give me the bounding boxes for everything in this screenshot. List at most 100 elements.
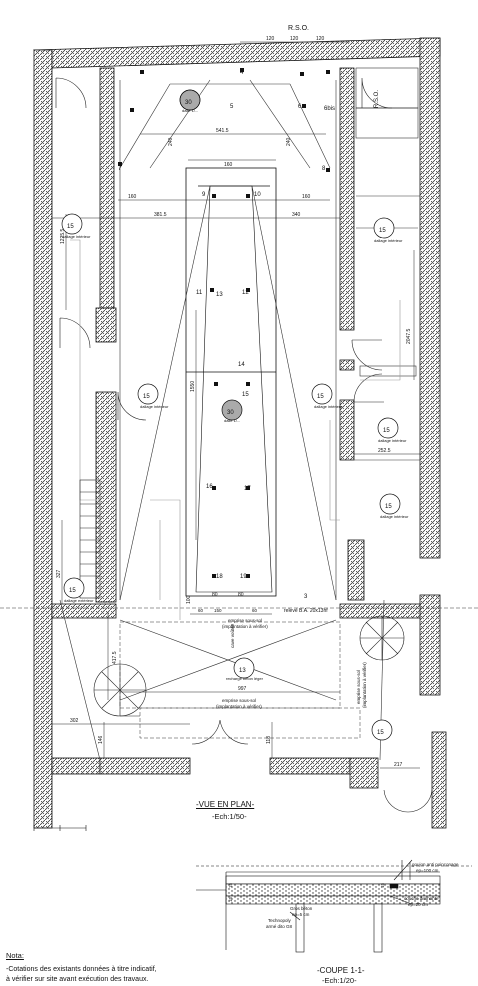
section-scale: -Ech:1/20-: [322, 976, 357, 985]
dim-80-b: 80: [238, 592, 244, 598]
svg-text:15: 15: [69, 588, 76, 594]
section-text: goujon anti poinçonage ep=100 cm couche …: [228, 862, 459, 929]
walls: [33, 37, 447, 829]
top-wall: [33, 37, 441, 69]
svg-text:dallage intérieur: dallage intérieur: [374, 238, 403, 243]
inner-wall-left-low: [95, 391, 117, 603]
svg-text:dallage intérieur: dallage intérieur: [378, 438, 407, 443]
note-title: Nota:: [6, 951, 24, 960]
sep-wall-right: [339, 603, 421, 619]
svg-text:13: 13: [239, 668, 246, 674]
svg-text:15: 15: [379, 228, 386, 234]
inner-wall-left-mid: [95, 307, 117, 343]
dim-2047: 2047.5: [406, 328, 412, 344]
inner-wall-right-top: [339, 67, 355, 331]
bottom-wall-mid1: [99, 757, 191, 775]
callout-marker: 15 dallage intérieur: [377, 417, 407, 443]
right-wall-upper: [419, 37, 441, 559]
svg-text:30: 30: [185, 100, 192, 106]
callout-marker: 15 dallage intérieur: [311, 383, 343, 409]
axis-label: 16: [206, 484, 213, 490]
dim-top-2: 120: [290, 36, 299, 42]
sep-wall-left: [51, 603, 117, 619]
dim-60-b: 60: [252, 608, 258, 613]
axis-label: 4: [240, 70, 244, 76]
section-detail: [196, 859, 472, 953]
emprise-1: emprise sous-sol: [228, 618, 262, 623]
svg-text:dalle 1/...: dalle 1/...: [224, 418, 240, 423]
inner-wall-left-top: [99, 67, 115, 309]
rso-top-label: R.S.O.: [288, 25, 309, 32]
svg-text:dallage extérieur: dallage extérieur: [64, 598, 94, 603]
axis-label: 17: [244, 486, 251, 492]
technopoly-label-2: armé dito G8: [266, 924, 293, 929]
dim-240-right: 240: [286, 137, 292, 146]
view-title: -VUE EN PLAN-: [196, 800, 255, 809]
svg-text:15: 15: [67, 224, 74, 230]
bottom-wall-right: [349, 757, 379, 789]
dim-340: 340: [292, 212, 301, 218]
callout-marker: 15 dallage intérieur: [61, 213, 91, 239]
axis-label: 19: [240, 574, 247, 580]
goujon-label: goujon anti poinçonage: [412, 862, 459, 867]
emprise-3b: (implantation à vérifier): [362, 662, 367, 708]
dim-381: 381.5: [154, 212, 167, 218]
emprise-3: emprise sous-sol: [356, 670, 361, 704]
dim-100: 100: [186, 595, 192, 604]
svg-text:dallage intérieur: dallage intérieur: [62, 234, 91, 239]
svg-text:15: 15: [383, 428, 390, 434]
axis-label: 6: [298, 104, 302, 110]
dim-252: 252.5: [378, 448, 391, 454]
svg-text:15: 15: [143, 394, 150, 400]
dim-997: 997: [238, 686, 247, 692]
right-wall-bottom: [431, 731, 447, 829]
dimension-lines: [52, 41, 420, 769]
svg-text:30: 30: [227, 410, 234, 416]
scale-bar: [33, 825, 87, 831]
svg-text:15: 15: [385, 504, 392, 510]
callout-marker: 30 dalle 1/...: [179, 89, 201, 113]
svg-text:dallage intérieur: dallage intérieur: [380, 514, 409, 519]
axis-label: 11: [196, 290, 203, 296]
callout-marker: 13 recharge béton léger: [226, 657, 264, 681]
dim-327: 327: [56, 569, 62, 578]
dim-302: 302: [70, 718, 79, 724]
rso-side-label: R.S.O.: [374, 90, 380, 108]
note-line-2: à vérifier sur site avant exécution des …: [6, 976, 149, 983]
column-markers: [118, 68, 330, 578]
releve-note: relevé B.A. 20x13hf: [284, 608, 328, 614]
dim-217: 217: [394, 762, 403, 768]
inner-wall-right-low: [339, 399, 355, 461]
goujon-label-2: ep=100 cm: [416, 868, 439, 873]
couche-label: couche drainante: [404, 896, 439, 901]
emprise-2: emprise sous-sol: [222, 698, 256, 703]
axis-label: 14: [238, 362, 245, 368]
dim-417: 417.5: [112, 651, 118, 664]
technopoly-label: Technopoly: [268, 918, 292, 923]
callout-marker: 15 dallage intérieur: [379, 493, 409, 519]
axis-label: 12: [242, 290, 249, 296]
central-slab: [185, 167, 277, 597]
svg-text:15: 15: [317, 394, 324, 400]
couche-label-2: ep=20 cm: [408, 902, 428, 907]
dim-541: 541.5: [216, 128, 229, 134]
axis-label: 5: [230, 104, 234, 110]
view-scale: -Ech:1/50-: [212, 812, 247, 821]
dim-146: 146: [98, 735, 104, 744]
axis-label: 6bis: [324, 106, 335, 112]
dim-160-top: 160: [224, 162, 233, 168]
gros-beton-label-2: ep=5 cm: [292, 912, 310, 917]
callout-marker: 30 dalle 1/...: [221, 399, 243, 423]
note-line-1: -Cotations des existants données à titre…: [6, 966, 157, 973]
dim-80-a: 80: [212, 592, 218, 598]
diagonals: [59, 79, 385, 761]
dim-240-left: 240: [168, 137, 174, 146]
cave-note: cave voûtée: [230, 623, 235, 648]
axis-label: 9: [202, 192, 206, 198]
dim-1225: 1225.5: [60, 228, 66, 244]
emprise-1b: (implantation à vérifier): [222, 624, 268, 629]
section-dim-c: 15: [228, 896, 233, 902]
dim-60-a: 60: [198, 608, 204, 613]
axis-label: 8: [322, 166, 326, 172]
